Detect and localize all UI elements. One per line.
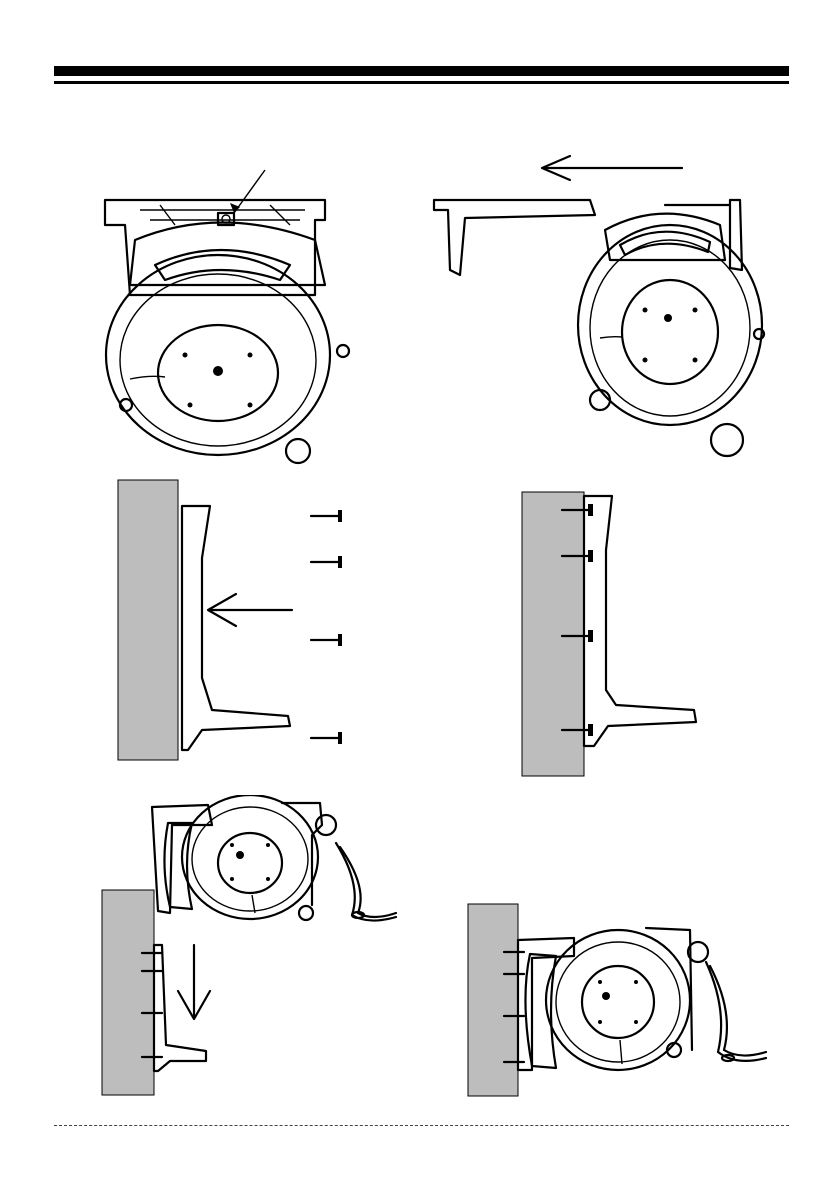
- hose-reel: [518, 928, 766, 1070]
- screws: [311, 510, 342, 744]
- mounting-bracket: [154, 945, 206, 1071]
- step-6-illustration: [466, 900, 776, 1100]
- wall: [118, 480, 178, 760]
- footer-rule: [54, 1125, 789, 1126]
- wall: [102, 890, 154, 1095]
- wall: [468, 904, 518, 1096]
- step-1-illustration: [100, 165, 360, 465]
- header-rule-thick: [54, 66, 789, 76]
- wall: [522, 492, 584, 776]
- direction-arrow-down: [178, 945, 210, 1019]
- step-5-illustration: [100, 795, 405, 1100]
- hose-reel: [152, 795, 396, 921]
- direction-arrow-left: [208, 594, 292, 626]
- step-3-illustration: [116, 478, 356, 763]
- mounting-bracket: [434, 200, 595, 275]
- hose-reel: [578, 200, 764, 456]
- step-2-illustration: [430, 150, 780, 460]
- mounting-bracket: [584, 496, 696, 746]
- hose-reel: [106, 223, 349, 464]
- mounting-bracket: [182, 506, 290, 750]
- direction-arrow-left: [542, 156, 682, 180]
- step-4-illustration: [520, 490, 705, 780]
- header-rule-thin: [54, 81, 789, 84]
